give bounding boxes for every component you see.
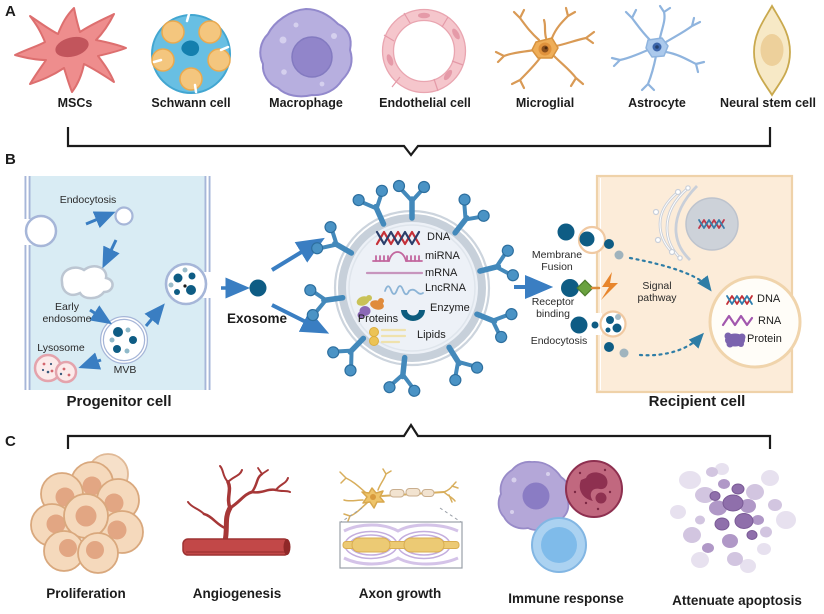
exosome-structure xyxy=(303,181,520,397)
outcome-label-attenuate-apoptosis: Attenuate apoptosis xyxy=(672,593,802,608)
mvb-label: MVB xyxy=(113,364,137,376)
golgi-icon xyxy=(652,185,698,261)
panel-b-label: B xyxy=(5,151,16,168)
inset-dna-label: DNA xyxy=(757,293,781,305)
progenitor-cell-title: Progenitor cell xyxy=(66,393,172,410)
msc-cell-icon xyxy=(14,7,127,93)
recipient-inset xyxy=(708,275,802,369)
lightning-icon xyxy=(601,272,618,300)
proliferation-icon xyxy=(30,453,144,574)
dna-icon xyxy=(375,230,421,246)
lysosome-label: Lysosome xyxy=(37,342,85,354)
outcome-label-axon-growth: Axon growth xyxy=(358,586,442,601)
recipient-cell xyxy=(528,174,802,394)
outcome-label-angiogenesis: Angiogenesis xyxy=(192,586,282,601)
cargo-enzyme-label: Enzyme xyxy=(430,302,470,314)
inset-protein-label: Protein xyxy=(747,333,782,345)
progenitor-cell xyxy=(22,176,214,390)
panel-a-label: A xyxy=(5,3,16,20)
proteins-icon xyxy=(356,295,384,319)
attenuate-apoptosis-icon xyxy=(670,463,796,573)
immune-response-icon xyxy=(497,460,623,573)
receptor-binding-label: Receptor binding xyxy=(531,296,575,321)
cargo-mirna-label: miRNA xyxy=(425,250,460,262)
outcome-label-immune-response: Immune response xyxy=(508,591,624,606)
signal-pathway-label: Signal pathway xyxy=(637,280,677,305)
exosome-particle xyxy=(249,279,267,297)
progenitor-arrows xyxy=(78,211,250,370)
cell-label-microglial: Microglial xyxy=(515,96,575,110)
mirna-icon xyxy=(372,251,423,262)
lipids-icon xyxy=(369,327,407,346)
cargo-lncrna-label: LncRNA xyxy=(425,282,466,294)
axon-growth-icon xyxy=(339,468,463,569)
outcome-label-proliferation: Proliferation xyxy=(46,586,126,601)
cargo-dna-label: DNA xyxy=(427,231,451,243)
macrophage-cell-icon xyxy=(259,8,353,98)
cell-label-schwann: Schwann cell xyxy=(151,96,231,110)
endocytosis-label: Endocytosis xyxy=(59,194,117,206)
astrocyte-cell-icon xyxy=(610,4,706,92)
enzyme-icon xyxy=(401,310,425,321)
cargo-mrna-label: mRNA xyxy=(425,267,458,279)
signal-dashed-arrows xyxy=(628,256,712,357)
neural-stem-cell-icon xyxy=(753,4,791,97)
bracket-a-to-b xyxy=(66,127,772,157)
cargo-lipids-label: Lipids xyxy=(417,329,446,341)
recipient-endocytosis-label: Endocytosis xyxy=(530,335,588,347)
protein-blob-icon xyxy=(724,332,746,348)
cell-label-endothelial: Endothelial cell xyxy=(379,96,471,110)
inset-rna-label: RNA xyxy=(758,315,782,327)
recipient-cell-title: Recipient cell xyxy=(648,393,746,410)
angiogenesis-icon xyxy=(182,465,291,556)
bracket-b-to-c xyxy=(66,422,772,449)
early-endosome-label: Early endosome xyxy=(42,301,92,326)
endothelial-cell-icon xyxy=(381,8,467,94)
schwann-cell-icon xyxy=(151,12,231,94)
microglial-cell-icon xyxy=(494,6,596,90)
cell-label-macrophage: Macrophage xyxy=(269,96,343,110)
cell-label-mscs: MSCs xyxy=(57,96,93,110)
exosome-label: Exosome xyxy=(226,311,288,326)
lncrna-icon xyxy=(384,285,424,296)
cell-label-neural-stem: Neural stem cell xyxy=(720,96,816,110)
cargo-proteins-label: Proteins xyxy=(357,313,399,325)
cell-label-astrocyte: Astrocyte xyxy=(628,96,686,110)
panel-c-label: C xyxy=(5,433,16,450)
membrane-fusion-label: Membrane Fusion xyxy=(531,249,583,274)
